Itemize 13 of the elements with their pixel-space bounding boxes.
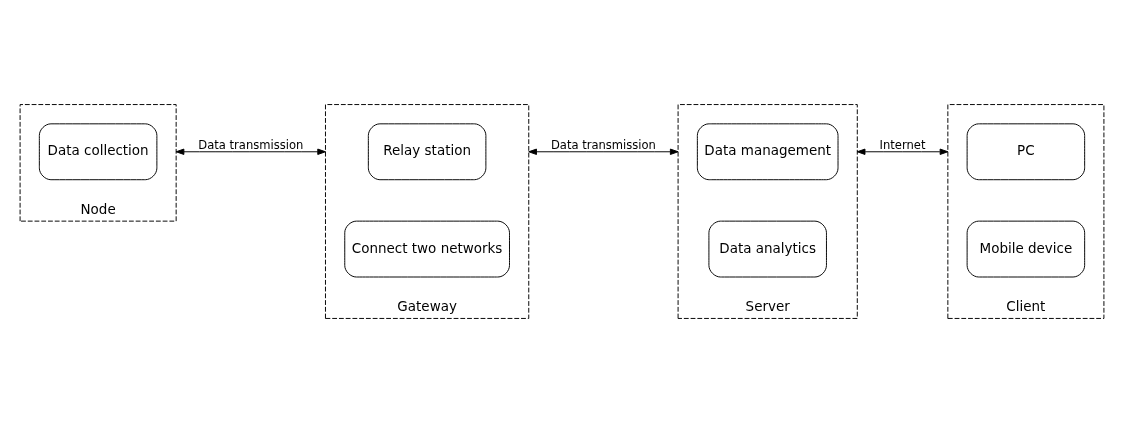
node-box: PC (966, 123, 1086, 181)
arrow (856, 148, 949, 155)
node-box: Data collection (38, 123, 158, 181)
edge-label: Data transmission (198, 137, 304, 152)
node-box: Relay station (367, 123, 487, 181)
node-box: Data management (696, 123, 839, 181)
arrow (175, 148, 326, 155)
node-box: Data analytics (708, 220, 827, 278)
arrow (528, 148, 679, 155)
edge-label: Data transmission (550, 137, 656, 152)
edge-label: Internet (879, 137, 926, 152)
node-box: Mobile device (966, 220, 1086, 278)
node-box: Connect two networks (344, 220, 510, 278)
